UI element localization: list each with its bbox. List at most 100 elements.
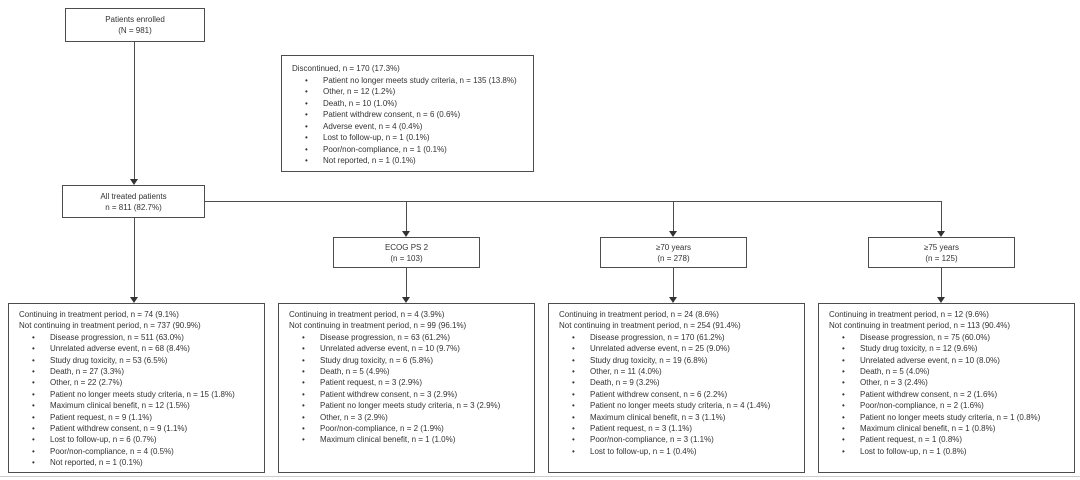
outcome-box-ge70: Continuing in treatment period, n = 24 (… xyxy=(548,303,805,473)
subgroup-ecog-count: (n = 103) xyxy=(390,253,423,263)
arrow-down-icon xyxy=(669,231,677,237)
bullet-item: Patient withdrew consent, n = 9 (1.1%) xyxy=(31,423,259,435)
bullet-item: Poor/non-compliance, n = 4 (0.5%) xyxy=(31,446,259,458)
outcome-continuing: Continuing in treatment period, n = 4 (3… xyxy=(289,310,445,319)
arrow-down-icon xyxy=(402,231,410,237)
bullet-item: Study drug toxicity, n = 6 (5.8%) xyxy=(301,355,529,367)
connector-enrolled-treated xyxy=(134,42,135,179)
bullet-item: Other, n = 11 (4.0%) xyxy=(571,366,799,378)
bullet-item: Maximum clinical benefit, n = 1 (0.8%) xyxy=(841,423,1069,435)
outcome-not-continuing: Not continuing in treatment period, n = … xyxy=(559,321,741,331)
subgroup-ge75-title: ≥75 years xyxy=(923,242,960,252)
bullet-item: Patient withdrew consent, n = 3 (2.9%) xyxy=(301,389,529,401)
bullet-item: Patient request, n = 9 (1.1%) xyxy=(31,412,259,424)
bullet-item: Patient no longer meets study criteria, … xyxy=(841,412,1069,424)
bullet-item: Disease progression, n = 75 (60.0%) xyxy=(841,332,1069,344)
connector-ge75-outcome xyxy=(941,268,942,297)
bullet-item: Other, n = 22 (2.7%) xyxy=(31,377,259,389)
bullet-item: Patient no longer meets study criteria, … xyxy=(571,400,799,412)
arrow-down-icon xyxy=(937,297,945,303)
outcome-list: Disease progression, n = 75 (60.0%)Study… xyxy=(829,332,1069,458)
bullet-item: Patient request, n = 3 (2.9%) xyxy=(301,377,529,389)
bullet-item: Patient withdrew consent, n = 6 (2.2%) xyxy=(571,389,799,401)
bullet-item: Poor/non-compliance, n = 2 (1.6%) xyxy=(841,400,1069,412)
enrolled-box: Patients enrolled (N = 981) xyxy=(65,8,205,42)
bullet-item: Death, n = 27 (3.3%) xyxy=(31,366,259,378)
discontinued-title: Discontinued, n = 170 (17.3%) xyxy=(292,64,400,73)
outcome-continuing: Continuing in treatment period, n = 24 (… xyxy=(559,310,719,319)
bullet-item: Unrelated adverse event, n = 25 (9.0%) xyxy=(571,343,799,355)
bullet-item: Unrelated adverse event, n = 10 (9.7%) xyxy=(301,343,529,355)
enrolled-title: Patients enrolled xyxy=(105,15,165,24)
enrolled-count: (N = 981) xyxy=(118,26,152,35)
outcome-continuing: Continuing in treatment period, n = 12 (… xyxy=(829,310,989,319)
outcome-not-continuing: Not continuing in treatment period, n = … xyxy=(19,321,201,331)
bullet-item: Poor/non-compliance, n = 2 (1.9%) xyxy=(301,423,529,435)
subgroup-ge75-count: (n = 125) xyxy=(925,253,958,263)
bullet-item: Death, n = 5 (4.9%) xyxy=(301,366,529,378)
bullet-item: Study drug toxicity, n = 12 (9.6%) xyxy=(841,343,1069,355)
arrow-down-icon xyxy=(402,297,410,303)
bullet-item: Study drug toxicity, n = 19 (6.8%) xyxy=(571,355,799,367)
bottom-rule xyxy=(0,476,1080,477)
treated-count: n = 811 (82.7%) xyxy=(105,202,162,212)
connector-to-ge70 xyxy=(673,201,674,231)
connector-ge70-outcome xyxy=(673,268,674,297)
treated-box: All treated patients n = 811 (82.7%) xyxy=(62,185,205,218)
outcome-continuing: Continuing in treatment period, n = 74 (… xyxy=(19,310,179,319)
outcome-list: Disease progression, n = 63 (61.2%)Unrel… xyxy=(289,332,529,446)
outcome-not-continuing: Not continuing in treatment period, n = … xyxy=(289,321,467,331)
subgroup-box-ecog: ECOG PS 2 (n = 103) xyxy=(333,237,480,268)
connector-to-ge75 xyxy=(941,201,942,231)
bullet-item: Maximum clinical benefit, n = 1 (1.0%) xyxy=(301,434,529,446)
outcome-box-all-treated: Continuing in treatment period, n = 74 (… xyxy=(8,303,265,473)
subgroup-ge70-title: ≥70 years xyxy=(655,242,692,252)
bullet-item: Patient request, n = 1 (0.8%) xyxy=(841,434,1069,446)
connector-to-ecog xyxy=(406,201,407,231)
subgroup-box-ge70: ≥70 years (n = 278) xyxy=(600,237,747,268)
bullet-item: Patient no longer meets study criteria, … xyxy=(301,400,529,412)
bullet-item: Maximum clinical benefit, n = 3 (1.1%) xyxy=(571,412,799,424)
arrow-down-icon xyxy=(130,179,138,185)
bullet-item: Maximum clinical benefit, n = 12 (1.5%) xyxy=(31,400,259,412)
bullet-item: Death, n = 5 (4.0%) xyxy=(841,366,1069,378)
subgroup-ecog-title: ECOG PS 2 xyxy=(384,242,429,252)
bullet-item: Lost to follow-up, n = 1 (0.1%) xyxy=(304,132,528,144)
bullet-item: Patient no longer meets study criteria, … xyxy=(31,389,259,401)
bullet-item: Poor/non-compliance, n = 1 (0.1%) xyxy=(304,144,528,156)
bullet-item: Other, n = 3 (2.9%) xyxy=(301,412,529,424)
subgroup-ge70-count: (n = 278) xyxy=(657,253,690,263)
bullet-item: Unrelated adverse event, n = 10 (8.0%) xyxy=(841,355,1069,367)
bullet-item: Death, n = 10 (1.0%) xyxy=(304,98,528,110)
bullet-item: Patient request, n = 3 (1.1%) xyxy=(571,423,799,435)
outcome-box-ecog: Continuing in treatment period, n = 4 (3… xyxy=(278,303,535,473)
discontinued-list: Patient no longer meets study criteria, … xyxy=(292,75,528,167)
outcome-ge75-content: Continuing in treatment period, n = 12 (… xyxy=(819,304,1074,458)
bullet-item: Other, n = 12 (1.2%) xyxy=(304,86,528,98)
bullet-item: Lost to follow-up, n = 6 (0.7%) xyxy=(31,434,259,446)
outcome-box-ge75: Continuing in treatment period, n = 12 (… xyxy=(818,303,1075,473)
bullet-item: Poor/non-compliance, n = 3 (1.1%) xyxy=(571,434,799,446)
outcome-not-continuing: Not continuing in treatment period, n = … xyxy=(829,321,1011,331)
arrow-down-icon xyxy=(937,231,945,237)
bullet-item: Disease progression, n = 63 (61.2%) xyxy=(301,332,529,344)
outcome-all-treated-content: Continuing in treatment period, n = 74 (… xyxy=(9,304,264,469)
subgroup-box-ge75: ≥75 years (n = 125) xyxy=(868,237,1015,268)
arrow-down-icon xyxy=(130,297,138,303)
outcome-list: Disease progression, n = 170 (61.2%)Unre… xyxy=(559,332,799,458)
bullet-item: Study drug toxicity, n = 53 (6.5%) xyxy=(31,355,259,367)
bullet-item: Disease progression, n = 511 (63.0%) xyxy=(31,332,259,344)
bullet-item: Adverse event, n = 4 (0.4%) xyxy=(304,121,528,133)
bullet-item: Not reported, n = 1 (0.1%) xyxy=(304,155,528,167)
treated-title: All treated patients xyxy=(100,191,167,201)
outcome-list: Disease progression, n = 511 (63.0%)Unre… xyxy=(19,332,259,469)
connector-ecog-outcome xyxy=(406,268,407,297)
outcome-ge70-content: Continuing in treatment period, n = 24 (… xyxy=(549,304,804,458)
discontinued-content: Discontinued, n = 170 (17.3%) Patient no… xyxy=(282,56,533,167)
bullet-item: Other, n = 3 (2.4%) xyxy=(841,377,1069,389)
outcome-ecog-content: Continuing in treatment period, n = 4 (3… xyxy=(279,304,534,446)
discontinued-box: Discontinued, n = 170 (17.3%) Patient no… xyxy=(281,55,534,172)
connector-treated-outcome xyxy=(134,218,135,297)
connector-treated-subgroups xyxy=(205,201,942,202)
